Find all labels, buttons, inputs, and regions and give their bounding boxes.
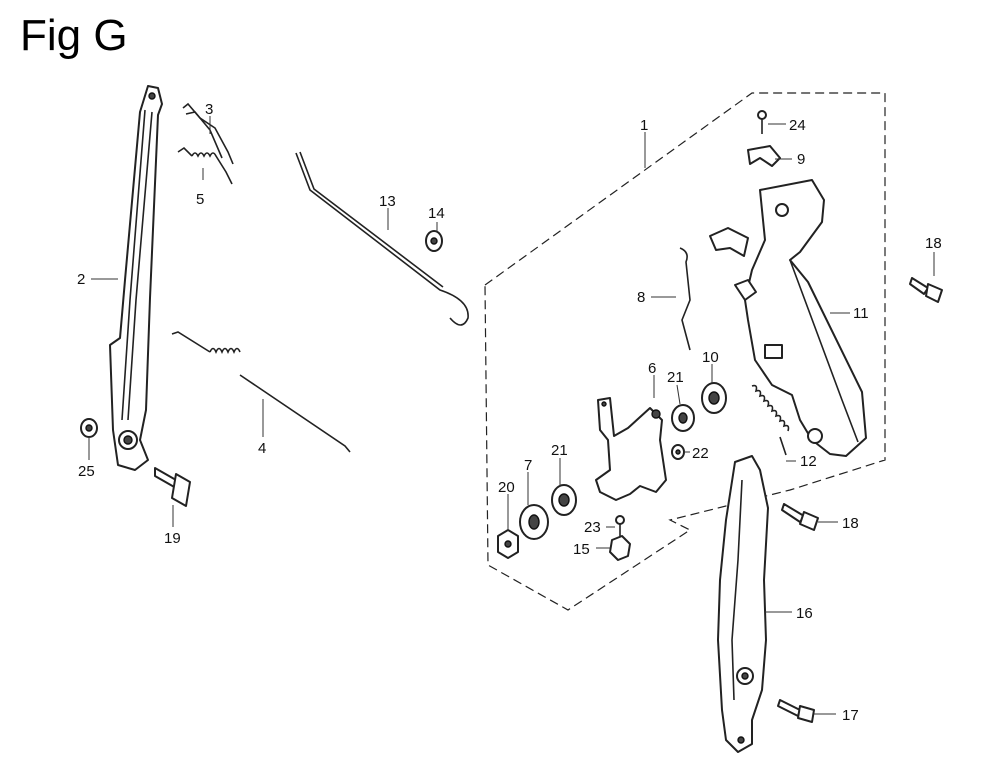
callout-16: 16	[796, 605, 813, 622]
callout-23: 23	[584, 519, 601, 536]
part-19-bolt	[154, 467, 191, 507]
part-8-link	[679, 247, 691, 351]
part-4-spring-rod	[171, 331, 351, 453]
callout-6: 6	[648, 360, 656, 377]
leader-lines	[88, 116, 935, 715]
callout-13: 13	[379, 193, 396, 210]
part-18-bolt-top	[909, 277, 943, 303]
part-10-washer	[701, 382, 727, 414]
assembly-boundary	[484, 92, 886, 611]
callout-21-lower: 21	[551, 442, 568, 459]
part-7-washer	[519, 504, 549, 540]
callout-18-bottom: 18	[842, 515, 859, 532]
callout-8: 8	[637, 289, 645, 306]
part-2-arm	[109, 85, 163, 471]
callout-14: 14	[428, 205, 445, 222]
part-3-clip	[182, 102, 234, 165]
callout-10: 10	[702, 349, 719, 366]
callout-18-top: 18	[925, 235, 942, 252]
part-11-bracket	[709, 179, 867, 457]
callout-24: 24	[789, 117, 806, 134]
part-9-clip	[747, 145, 781, 167]
part-21-washer-lower	[551, 484, 577, 516]
part-24-pin	[757, 110, 767, 134]
callout-19: 19	[164, 530, 181, 547]
callout-11: 11	[853, 305, 869, 322]
callout-2: 2	[77, 271, 85, 288]
callout-12: 12	[800, 453, 817, 470]
callout-3: 3	[205, 101, 213, 118]
part-13-wire	[295, 151, 469, 326]
part-25-nut	[80, 418, 98, 438]
part-15-nut	[609, 535, 631, 561]
part-12-spring	[751, 384, 790, 456]
part-17-bolt	[777, 699, 815, 723]
callout-17: 17	[842, 707, 859, 724]
callout-1: 1	[640, 117, 648, 134]
callout-21-upper: 21	[667, 369, 684, 386]
part-14-nut	[425, 230, 443, 252]
part-16-plate	[717, 455, 769, 753]
part-21-washer-upper	[671, 404, 695, 432]
callout-22: 22	[692, 445, 709, 462]
callout-25: 25	[78, 463, 95, 480]
part-20-nut	[497, 529, 519, 559]
part-22-nut	[671, 444, 685, 460]
callout-7: 7	[524, 457, 532, 474]
part-6-lever	[595, 397, 667, 501]
callout-20: 20	[498, 479, 515, 496]
callout-4: 4	[258, 440, 266, 457]
callout-5: 5	[196, 191, 204, 208]
part-23-pin	[615, 515, 625, 536]
figure-title: Fig G	[20, 11, 128, 60]
callout-15: 15	[573, 541, 590, 558]
part-5-spring	[177, 146, 233, 185]
part-18-bolt-bottom	[781, 503, 819, 531]
callout-9: 9	[797, 151, 805, 168]
callout-labels: 1 2 3 4 5 6 7 8 9 10 11 12 13 14 15 16 1…	[77, 101, 942, 724]
